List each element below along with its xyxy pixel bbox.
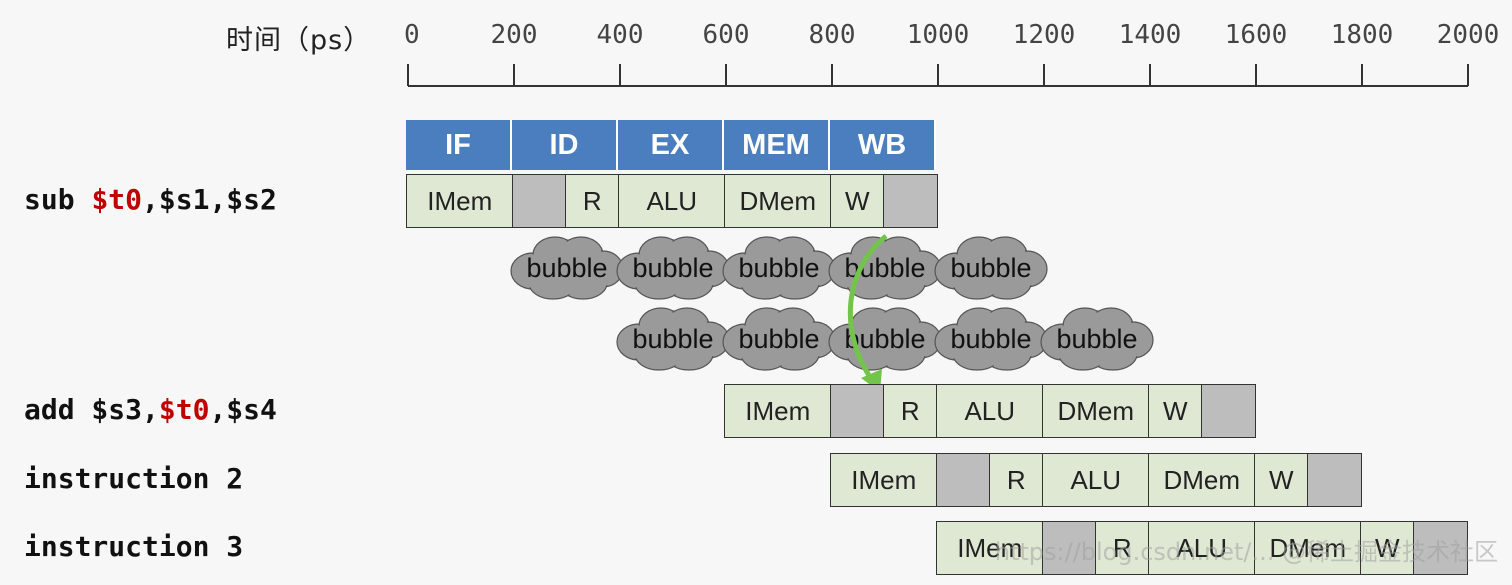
instruction-text: instruction 2 bbox=[24, 462, 244, 495]
register-highlight: $t0 bbox=[158, 393, 210, 426]
instruction-label: sub $t0,$s1,$s2 bbox=[24, 183, 277, 216]
bubble-label: bubble bbox=[738, 253, 819, 283]
pipeline-cell-w: W bbox=[830, 174, 885, 228]
bubble-label: bubble bbox=[526, 253, 607, 283]
bubble-cloud: bubble bbox=[934, 236, 1048, 300]
tick-label: 1600 bbox=[1224, 20, 1288, 50]
bubble-cloud: bubble bbox=[828, 236, 942, 300]
bubble-cloud: bubble bbox=[616, 236, 730, 300]
pipeline-cell-idle bbox=[830, 384, 885, 438]
stage-header-id: ID bbox=[512, 120, 618, 170]
stage-header-mem: MEM bbox=[724, 120, 830, 170]
bubble-cloud: bubble bbox=[934, 307, 1048, 371]
pipeline-cell-idle bbox=[1042, 521, 1097, 575]
pipeline-cell-imem: IMem bbox=[936, 521, 1044, 575]
tick-label: 1200 bbox=[1012, 20, 1076, 50]
bubble-cloud: bubble bbox=[722, 236, 836, 300]
pipeline-cell-r: R bbox=[883, 384, 938, 438]
pipeline-cell-w: W bbox=[1148, 384, 1203, 438]
pipeline-cell-r: R bbox=[989, 453, 1044, 507]
bubble-label: bubble bbox=[1056, 324, 1137, 354]
pipeline-cell-idle bbox=[936, 453, 991, 507]
instruction-text: add $s3, bbox=[24, 393, 159, 426]
bubble-cloud: bubble bbox=[1040, 307, 1154, 371]
tick-label: 1000 bbox=[906, 20, 970, 50]
tick-label: 1800 bbox=[1330, 20, 1394, 50]
forwarding-arrow bbox=[847, 234, 888, 382]
bubble-label: bubble bbox=[950, 324, 1031, 354]
pipeline-cell-alu: ALU bbox=[618, 174, 726, 228]
pipeline-cell-dmem: DMem bbox=[724, 174, 832, 228]
pipeline-cell-idle bbox=[1307, 453, 1362, 507]
register-highlight: $t0 bbox=[91, 183, 143, 216]
pipeline-cell-idle bbox=[883, 174, 938, 228]
stage-header-ex: EX bbox=[618, 120, 724, 170]
instruction-label: add $s3,$t0,$s4 bbox=[24, 393, 277, 426]
bubble-cloud: bubble bbox=[828, 307, 942, 371]
stage-header-wb: WB bbox=[830, 120, 936, 170]
tick-label: 800 bbox=[808, 20, 856, 50]
bubble-cloud: bubble bbox=[722, 307, 836, 371]
bubble-label: bubble bbox=[632, 324, 713, 354]
bubble-cloud: bubble bbox=[616, 307, 730, 371]
pipeline-cell-idle bbox=[1413, 521, 1468, 575]
bubble-label: bubble bbox=[738, 324, 819, 354]
instruction-label: instruction 3 bbox=[24, 530, 243, 563]
tick-label: 0 bbox=[404, 20, 420, 50]
pipeline-cell-dmem: DMem bbox=[1042, 384, 1150, 438]
pipeline-cell-alu: ALU bbox=[1042, 453, 1150, 507]
instruction-text: sub bbox=[24, 183, 92, 216]
instruction-label: instruction 2 bbox=[24, 462, 243, 495]
pipeline-cell-imem: IMem bbox=[406, 174, 514, 228]
pipeline-cell-imem: IMem bbox=[724, 384, 832, 438]
bubble-label: bubble bbox=[632, 253, 713, 283]
pipeline-cell-alu: ALU bbox=[936, 384, 1044, 438]
pipeline-cell-w: W bbox=[1360, 521, 1415, 575]
pipeline-cell-idle bbox=[1201, 384, 1256, 438]
tick-label: 200 bbox=[490, 20, 538, 50]
pipeline-cell-dmem: DMem bbox=[1254, 521, 1362, 575]
pipeline-cell-r: R bbox=[1095, 521, 1150, 575]
pipeline-cell-w: W bbox=[1254, 453, 1309, 507]
pipeline-cell-idle bbox=[512, 174, 567, 228]
pipeline-cell-imem: IMem bbox=[830, 453, 938, 507]
instruction-text: ,$s4 bbox=[209, 393, 277, 426]
pipeline-cell-r: R bbox=[565, 174, 620, 228]
pipeline-cell-dmem: DMem bbox=[1148, 453, 1256, 507]
instruction-text: ,$s1,$s2 bbox=[142, 183, 277, 216]
bubble-label: bubble bbox=[950, 253, 1031, 283]
bubble-cloud: bubble bbox=[510, 236, 624, 300]
tick-label: 400 bbox=[596, 20, 644, 50]
watermark: https://blog.csdn.net/... @稀土掘金技术社区 bbox=[994, 538, 1498, 566]
tick-label: 2000 bbox=[1436, 20, 1500, 50]
tick-label: 600 bbox=[702, 20, 750, 50]
tick-label: 1400 bbox=[1118, 20, 1182, 50]
time-axis-title: 时间（ps） bbox=[226, 25, 372, 56]
pipeline-cell-alu: ALU bbox=[1148, 521, 1256, 575]
stage-header-if: IF bbox=[406, 120, 512, 170]
instruction-text: instruction 3 bbox=[24, 530, 244, 563]
